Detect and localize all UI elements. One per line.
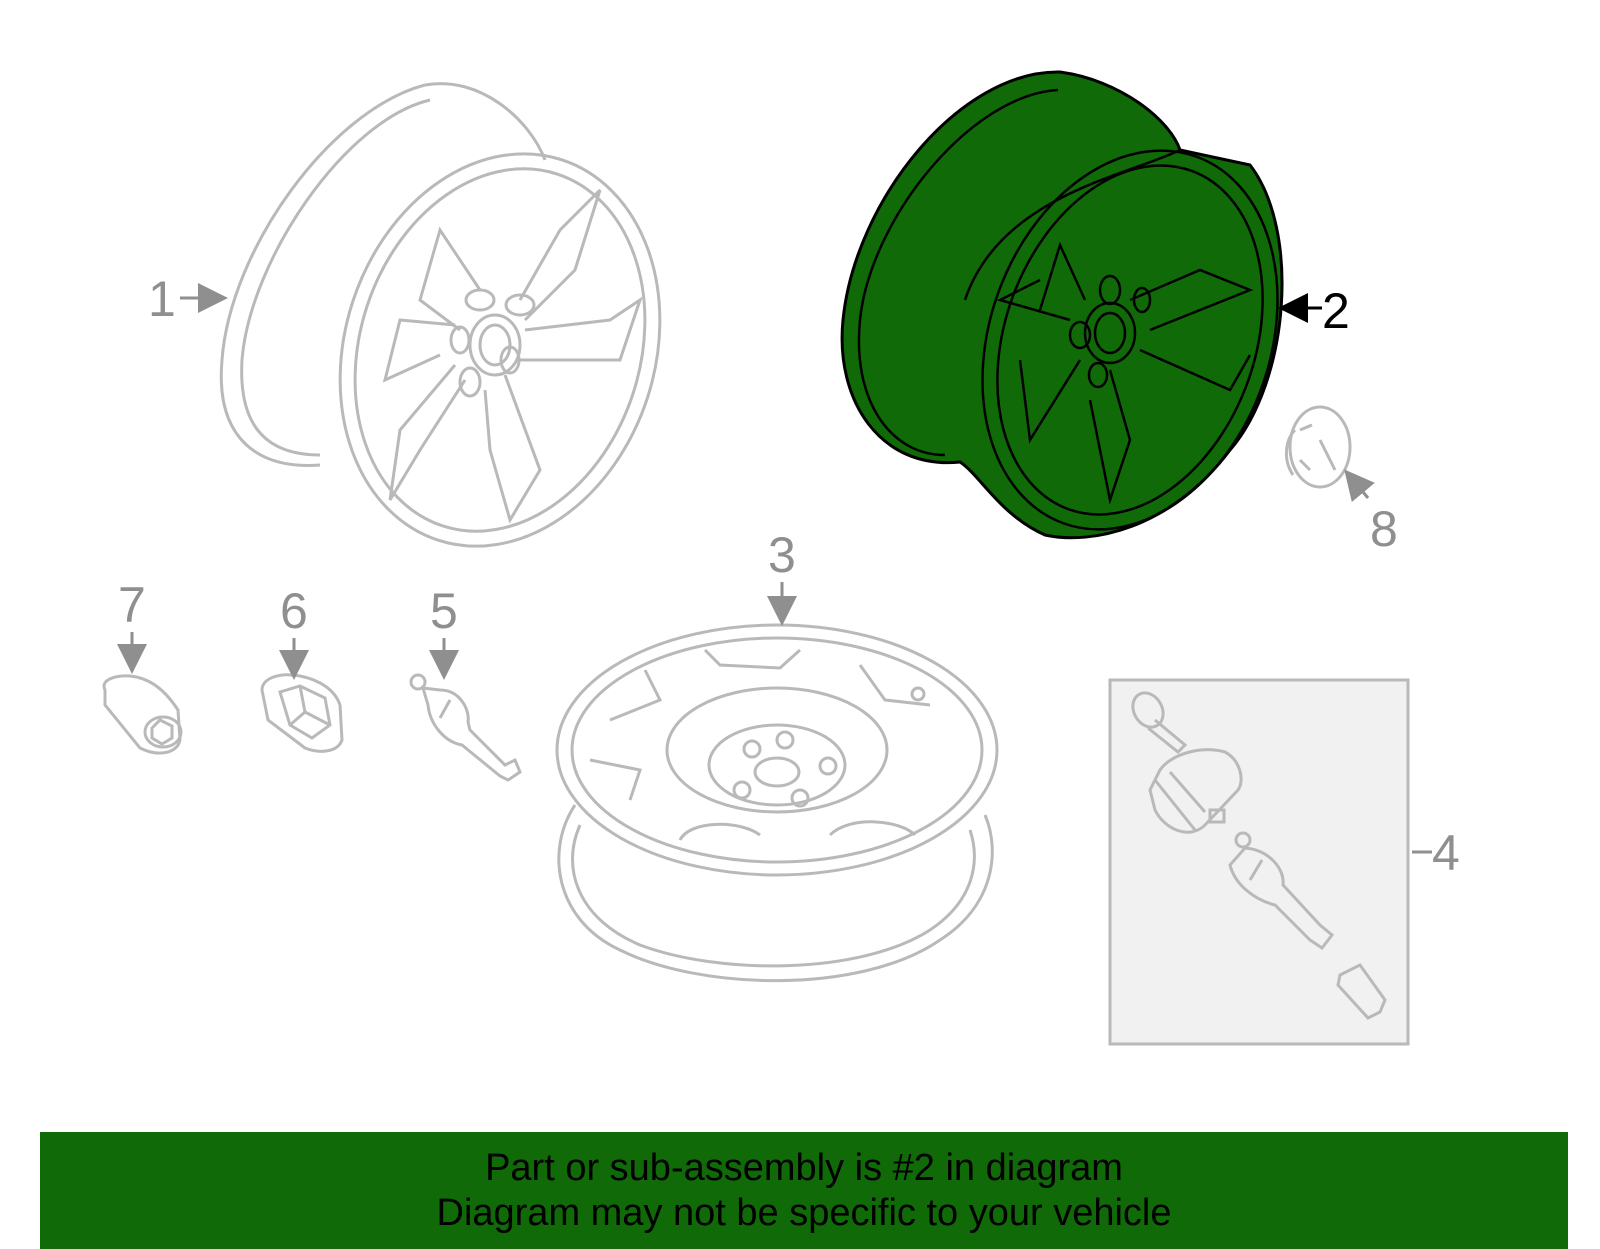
lug-nut-6-illustration[interactable] [260,673,344,753]
svg-text:8: 8 [1370,501,1398,557]
wheel-1-illustration[interactable] [219,82,709,589]
callout-6: 6 [279,583,309,680]
spare-wheel-3-illustration[interactable] [555,623,999,983]
banner-line-2: Diagram may not be specific to your vehi… [436,1191,1172,1234]
callout-7: 7 [117,577,147,674]
svg-text:6: 6 [280,583,308,639]
info-banner: Part or sub-assembly is #2 in diagram Di… [40,1132,1568,1249]
callout-4: 4 [1412,825,1460,881]
callout-5: 5 [429,583,459,680]
tpms-sensor-kit-4-box[interactable] [1108,678,1410,1046]
callout-1: 1 [148,271,228,327]
svg-text:4: 4 [1432,825,1460,881]
svg-text:1: 1 [148,271,176,327]
banner-line-1: Part or sub-assembly is #2 in diagram [485,1146,1123,1189]
svg-text:7: 7 [118,577,146,633]
callout-3: 3 [767,527,797,626]
svg-text:2: 2 [1322,283,1350,339]
svg-text:3: 3 [768,527,796,583]
center-cap-8-illustration[interactable] [1285,405,1352,489]
svg-text:5: 5 [430,583,458,639]
callout-2: 2 [1278,283,1350,339]
valve-stem-5-illustration[interactable] [409,673,522,782]
wheel-lock-7-illustration[interactable] [102,674,183,755]
callout-8: 8 [1344,469,1398,557]
wheel-2-highlighted-illustration[interactable] [840,70,1328,571]
